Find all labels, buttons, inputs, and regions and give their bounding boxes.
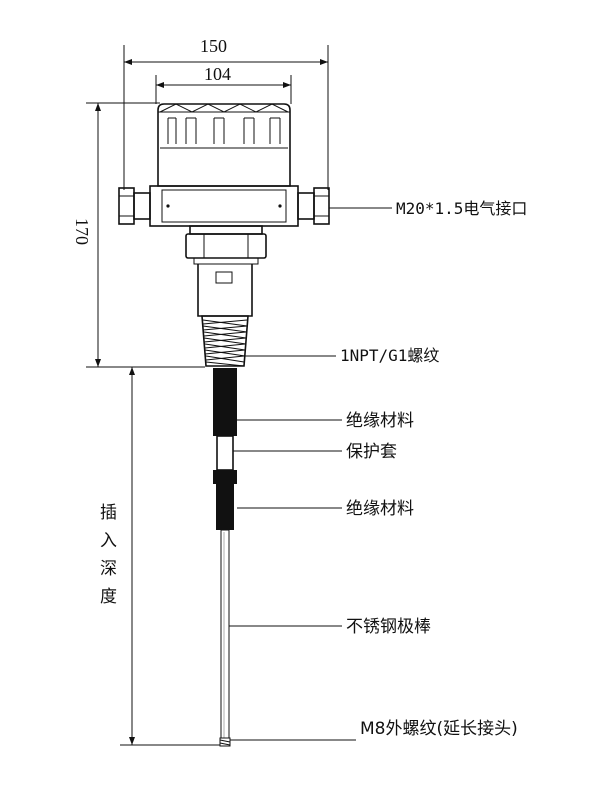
process-thread xyxy=(201,315,249,367)
label-process-thread: 1NPT/G1螺纹 xyxy=(240,346,439,365)
rod-end-thread xyxy=(219,737,231,747)
rod-label: 不锈钢极棒 xyxy=(346,617,431,637)
insertion-depth-char-4: 度 xyxy=(100,587,117,607)
label-insulation-2: 绝缘材料 xyxy=(237,499,414,519)
insulation-lower xyxy=(213,470,237,530)
end-thread-label: M8外螺纹(延长接头) xyxy=(360,719,518,739)
label-end-thread: M8外螺纹(延长接头) xyxy=(230,719,518,741)
label-rod: 不锈钢极棒 xyxy=(229,617,431,637)
stainless-rod xyxy=(220,529,230,741)
insulation-upper xyxy=(213,368,237,436)
insulation-2-label: 绝缘材料 xyxy=(346,499,414,519)
neck-adapter xyxy=(197,264,253,317)
dim-overall-width: 150 xyxy=(123,36,329,190)
process-thread-label: 1NPT/G1螺纹 xyxy=(340,346,439,365)
label-insulation-1: 绝缘材料 xyxy=(237,411,414,431)
housing-cap xyxy=(157,103,291,187)
insertion-depth-char-3: 深 xyxy=(100,559,117,579)
label-sleeve: 保护套 xyxy=(233,442,397,462)
dim-insertion-depth: 插 入 深 度 xyxy=(96,367,220,746)
protective-sleeve xyxy=(216,435,234,471)
insertion-depth-char-2: 入 xyxy=(100,531,117,551)
hex-nut xyxy=(185,225,267,265)
dim-cap-width: 104 xyxy=(155,64,292,104)
insulation-1-label: 绝缘材料 xyxy=(346,411,414,431)
insertion-depth-char-1: 插 xyxy=(100,503,117,523)
label-cable-port: M20*1.5电气接口 xyxy=(329,199,527,218)
sleeve-label: 保护套 xyxy=(346,442,397,462)
cable-port-label: M20*1.5电气接口 xyxy=(396,199,527,218)
housing-body xyxy=(118,185,330,227)
dim-104-label: 104 xyxy=(204,64,231,84)
dim-150-label: 150 xyxy=(200,36,227,56)
dim-height: 170 xyxy=(72,102,205,368)
dim-170-label: 170 xyxy=(72,218,92,245)
